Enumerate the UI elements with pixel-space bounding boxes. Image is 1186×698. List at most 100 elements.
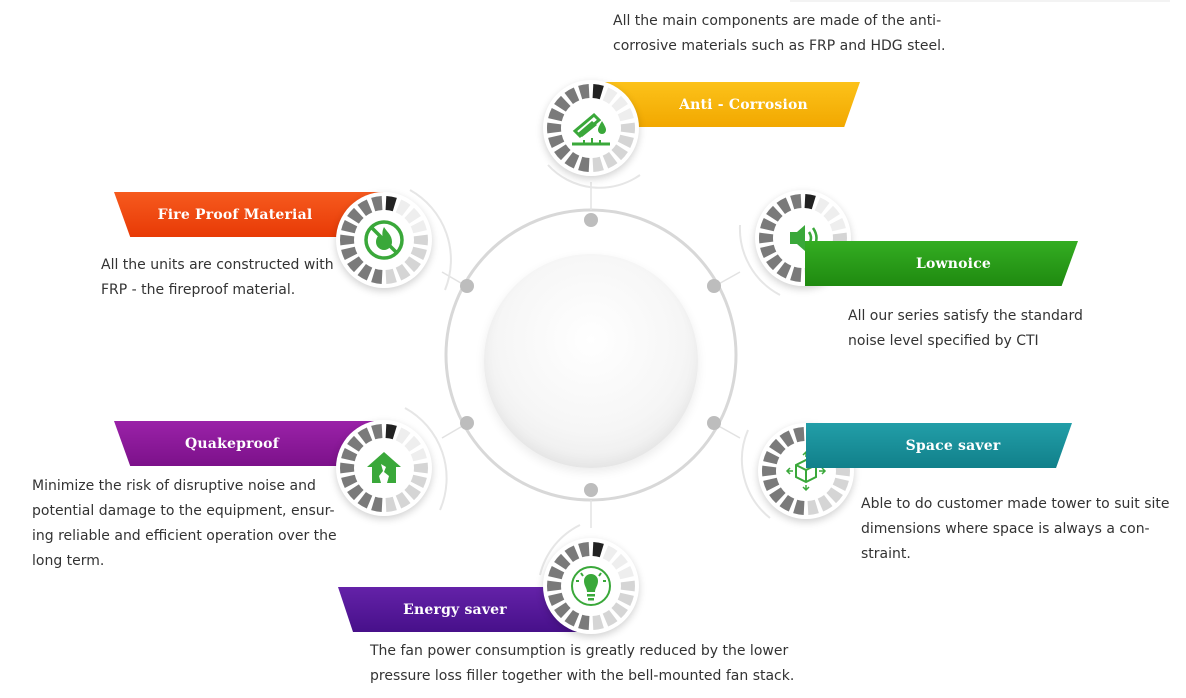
gauge-segment <box>410 220 427 234</box>
gauge-segment <box>347 435 364 452</box>
house-crack-icon <box>367 452 401 483</box>
no-fire-icon <box>364 220 404 260</box>
energy-saver-badge <box>543 538 639 634</box>
fire-proof-badge <box>336 192 432 288</box>
gauge-segment <box>410 246 427 260</box>
gauge-segment <box>341 448 358 462</box>
gauge-segment <box>578 156 590 172</box>
gauge-segment <box>554 553 571 570</box>
gauge-segment <box>769 438 786 455</box>
gauge-segment <box>611 95 628 112</box>
gauge-segment <box>347 484 364 501</box>
lownoice-title: Lownoice <box>915 255 992 272</box>
gauge-segment <box>395 427 411 445</box>
gauge-segment <box>410 474 427 488</box>
gauge-segment <box>564 545 580 563</box>
gauge-segment <box>763 451 780 465</box>
gauge-segment <box>357 427 373 445</box>
gauge-segment <box>611 144 628 161</box>
gauge-segment <box>371 196 383 212</box>
gauge-segment <box>602 609 618 627</box>
quakeproof-description: Minimize the risk of disruptive noise an… <box>32 478 337 569</box>
gauge-segment <box>832 232 847 244</box>
gauge-segment <box>602 151 618 169</box>
gauge-segment <box>404 256 421 273</box>
gauge-segment <box>340 234 355 246</box>
gauge-segment <box>395 199 411 217</box>
gauge-segment <box>611 553 628 570</box>
gauge-segment <box>814 197 830 215</box>
gauge-segment <box>341 474 358 488</box>
anti-corrosion-title: Anti - Corrosion <box>679 96 808 113</box>
quakeproof-title: Quakeproof <box>185 435 279 452</box>
connector-dot-lower-right <box>707 416 721 430</box>
gauge-segment <box>554 95 571 112</box>
gauge-segment <box>804 194 816 210</box>
gauge-segment <box>766 205 783 222</box>
quakeproof-badge <box>336 420 432 516</box>
gauge-segment <box>385 496 397 512</box>
gauge-segment <box>564 609 580 627</box>
connector-dot-lower-left <box>460 416 474 430</box>
gauge-segment <box>578 84 590 100</box>
gauge-segment <box>779 430 795 448</box>
gauge-segment <box>404 435 421 452</box>
gauge-segment <box>404 484 421 501</box>
gauge-segment <box>371 496 383 512</box>
gauge-segment <box>564 151 580 169</box>
gauge-segment <box>826 487 843 504</box>
gauge-segment <box>832 477 849 491</box>
gauge-segment <box>548 134 565 148</box>
gauge-segment <box>602 87 618 105</box>
gauge-segment <box>790 194 802 210</box>
gauge-segment <box>829 218 846 232</box>
gauge-segment <box>357 263 373 281</box>
gauge-segment <box>776 261 792 279</box>
gauge-segment <box>807 499 819 515</box>
gauge-segment <box>760 244 777 258</box>
fire-proof-title: Fire Proof Material <box>157 206 313 223</box>
gauge-segment <box>341 220 358 234</box>
gauge-segment <box>564 87 580 105</box>
gauge-segment <box>554 144 571 161</box>
gauge-segment <box>554 602 571 619</box>
connector-dot-upper-right <box>707 279 721 293</box>
connector-dot-bottom <box>584 483 598 497</box>
gauge-segment <box>823 205 840 222</box>
gauge-segment <box>766 254 783 271</box>
gauge-segment <box>776 197 792 215</box>
gauge-segment <box>793 427 805 443</box>
gauge-segment <box>835 465 850 477</box>
gauge-segment <box>385 268 397 284</box>
gauge-segment <box>620 580 635 592</box>
gauge-segment <box>548 566 565 580</box>
gauge-segment <box>617 108 634 122</box>
gauge-segment <box>793 499 805 515</box>
gauge-segment <box>762 465 777 477</box>
gauge-segment <box>592 614 604 630</box>
gauge-segment <box>769 487 786 504</box>
gauge-segment <box>347 207 364 224</box>
gauge-segment <box>611 602 628 619</box>
gauge-segment <box>617 134 634 148</box>
gauge-segment <box>763 477 780 491</box>
gauge-segment <box>592 84 604 100</box>
anti-corrosion-description: All the main components are made of the … <box>613 13 946 54</box>
gauge-segment <box>617 566 634 580</box>
gauge-segment <box>357 199 373 217</box>
gauge-segment <box>547 122 562 134</box>
anti-corrosion-badge <box>543 80 639 176</box>
lownoice-banner: Lownoice <box>805 241 1078 286</box>
gauge-segment <box>347 256 364 273</box>
gauge-segment <box>617 592 634 606</box>
gauge-segment <box>578 542 590 558</box>
gauge-segment <box>592 156 604 172</box>
gauge-segment <box>371 268 383 284</box>
gauge-segment <box>385 196 397 212</box>
lownoice-description: All our series satisfy the standard nois… <box>848 308 1083 349</box>
gauge-segment <box>578 614 590 630</box>
gauge-segment <box>790 266 802 282</box>
gauge-segment <box>620 122 635 134</box>
gauge-segment <box>340 462 355 474</box>
